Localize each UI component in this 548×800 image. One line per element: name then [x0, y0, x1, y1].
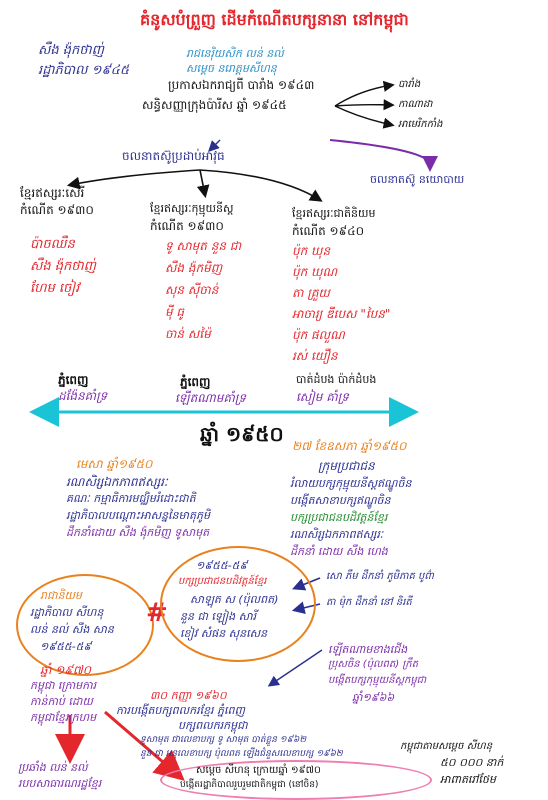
center-oval	[160, 546, 316, 662]
arrow-to-politics	[329, 139, 438, 172]
left-oval-line-4: ១៩៥៥-៥៩	[40, 640, 92, 653]
group-1-founded: កំណើត ១៩៣០	[20, 203, 94, 217]
left-oval-line-3: លន់ នល់ សឺង សាន	[30, 623, 114, 636]
bottom-center-line-4: ទូសាមុត ជាលេខាបក្ស ទូ សាមុត បាត់ខ្លួន ១៩…	[140, 735, 307, 745]
top-left-line-2: រដ្ឋាភិបាល ១៩៤៥	[38, 63, 130, 78]
right-block-line-2: ក្រុមប្រជាជន	[318, 459, 375, 473]
col-3-bottom: សៀម គាំទ្រ	[296, 390, 349, 404]
center-oval-line-1: ១៩៥៥-៥៩	[196, 559, 248, 572]
bottom-left-line-2: កម្ពុជា ក្រោមការ	[30, 679, 97, 692]
group-2-member: សឺង ង៉ុកមិញ	[165, 261, 223, 275]
arrow-red-diagonal	[104, 710, 185, 781]
group-1-member: ប៉ាចឈឺន	[30, 237, 75, 252]
left-block-line-5: ដឹកនាំដោយ សឺង ង៉ុកមិញ ទូសាមុត	[66, 526, 210, 539]
right-list-item-1: បារាំង	[398, 79, 421, 90]
group-3-member: តា គ្រួយ	[292, 286, 330, 300]
center-oval-line-4: នួន ជា ឡៀង សារី	[180, 610, 257, 623]
top-center-line-2: សម្តេច នរោត្តមសីហនុ	[186, 62, 277, 75]
center-oval-line-5: ខៀវ សំផន សុនសេន	[180, 627, 268, 640]
group-3-heading: ខ្មែរឥស្សរៈជាតិនិយម	[292, 207, 376, 220]
left-block-line-4: រដ្ឋាភិបាលបណ្តោះអាសន្ននៃមាតុភូមិ	[66, 509, 210, 522]
group-1-member: ហែម ចៀវ	[30, 281, 80, 296]
bottom-center-line-1: ៣០ កញ្ញា ១៩៦០	[150, 689, 227, 702]
right-list-item-2: កាណាដា	[398, 99, 433, 110]
right-block-line-4: បង្កើតសាខាបក្សឥណ្ឌូចិន	[290, 494, 391, 507]
group-2-member: ម៉ី ធូ	[165, 305, 185, 319]
left-oval	[16, 574, 154, 676]
movement-politics-label: ចលនាតស៊ូ នយោបាយ	[370, 173, 465, 186]
group-3-member: ប៉ុក ផលួណ	[292, 328, 345, 342]
arrow-to-usa	[334, 105, 395, 129]
right-purple-line-3: បង្កើតបក្សកុម្មុយនីស្តកម្ពុជា	[328, 675, 427, 686]
group-2-member: ទូ សាមុត នួន ជា	[165, 239, 242, 253]
arrow-to-group-1	[66, 169, 201, 190]
group-2-founded: កំណើត ១៩៣០	[150, 219, 224, 233]
bottom-oval-line-1: សម្តេច សីហនុ ក្រោយឆ្នាំ ១៩៧០	[196, 765, 321, 776]
bottom-oval-line-2: បង្កើតរដ្ឋាភិបាលរួបរួមជាតិកម្ពុជា (នៅចិន…	[180, 780, 319, 790]
center-oval-line-2: បក្សប្រជាជនបដិវត្តន៍ខ្មែរ	[178, 576, 267, 587]
bottom-left-line-3: កាន់កាប់ ដោយ	[30, 695, 93, 708]
col-2-bottom: ឡើតណាមគាំទ្រ	[175, 391, 246, 405]
center-right-line-1: សោ ភឹម ដឹកនាំ ភូមិភាគ បូព៌ា	[326, 571, 434, 582]
arrow-to-group-3	[199, 169, 323, 202]
arrow-to-group-2	[196, 169, 210, 199]
right-block-line-3: រំលាយបក្សកុម្មុយនីស្តឥណ្ឌូចិន	[290, 477, 412, 490]
right-block-line-5: បក្សប្រជាជនបដិវត្តន៍ខ្មែរ	[290, 511, 388, 524]
arrow-to-movement	[208, 139, 221, 152]
bottom-left2-line-2: របបសាធារណរដ្ឋខ្មែរ	[18, 777, 102, 790]
top-left-line-1: សឺង ង៉ុកថាញ់	[38, 43, 105, 58]
group-3-member: រស់ យឿន	[292, 349, 338, 363]
col-1-bottom: ដង៉ែនគាំទ្រ	[58, 389, 108, 403]
group-2-member: សុន ស៊ីចាន់	[165, 283, 219, 297]
right-purple-line-4: ឆ្នាំ១៩៦៦	[352, 691, 395, 704]
col-3-top: បាត់ដំបង ប៉ាក់ដំបង	[296, 373, 377, 386]
bottom-right-line-3: អាពាតរៅថែម	[440, 773, 496, 786]
right-purple-line-1: ឡើតណាមខាងជើង	[328, 643, 408, 656]
right-block-line-1: ២៧ ខែឧសភា ឆ្នាំ១៩៥០	[292, 439, 407, 453]
left-oval-line-2: រដ្ឋាភិបាល សីហនុ	[30, 606, 104, 619]
top-center-line-1: រាជនេរ៉ិយសិក លន់ នល់	[186, 47, 284, 60]
year-center: ឆ្នាំ ១៩៥០	[200, 422, 284, 446]
group-1-member: សឺង ង៉ុកថាញ់	[30, 259, 97, 274]
right-block-line-6: រណសិរ្សឯកភាពឥស្សរៈ	[290, 528, 384, 541]
bottom-center-line-2: ការបង្កើតបក្សពលករខ្មែរ ភ្នំពេញ	[116, 704, 245, 717]
arrow-purple-bottom	[267, 649, 323, 687]
col-2-top: ភ្នំពេញ	[180, 375, 211, 389]
col-1-top: ភ្នំពេញ	[58, 373, 89, 387]
bottom-oval	[160, 760, 432, 800]
center-right-line-2: តា ម៉ុក ដឹកនាំ នៅ និរតី	[326, 597, 412, 608]
bottom-right-line-1: កម្ពុជាតាមសម្តេច សីហនុ	[400, 741, 493, 752]
top-center-line-4: សន្ធិសញ្ញាក្រុងប៉ារីស ឆ្នាំ ១៩៤៥	[142, 98, 287, 112]
right-purple-line-2: ប្រុសចិន (ប៉ុលពត) ក្រឹត	[328, 659, 418, 670]
bottom-left-line-4: កម្ពុជាខ្មែរក្រហម	[30, 711, 97, 724]
bottom-left2-line-1: ប្រឆាំង លន់ នល់	[18, 761, 88, 774]
bottom-center-line-3: បក្សពលករកម្ពុជា	[178, 719, 248, 732]
bottom-center-line-5: នួន ជា អនុលេខាបក្ស ប៉ុលពត ឡើងជំនួសលេខាបក…	[140, 749, 343, 759]
group-1-heading: ខ្មែរឥស្សរៈសេរី	[20, 186, 85, 200]
movement-label: ចលនាតស៊ូប្រដាប់អាវុធ	[122, 149, 225, 163]
center-oval-line-3: សាឡុត ស (ប៉ុលពត)	[190, 593, 279, 606]
left-oval-line-1: រាជានិយម	[40, 589, 82, 602]
right-list-item-3: អាមេរិកកាំង	[398, 119, 443, 130]
left-block-line-2: រណសិរ្សឯកភាពឥស្សរៈ	[66, 475, 168, 489]
group-3-member: ប៉ុក ឃុណ	[292, 265, 338, 279]
group-3-founded: កំណើត ១៩៤០	[292, 224, 365, 238]
bottom-left-line-1: ឆ្នាំ ១៩៧០	[40, 663, 92, 677]
group-2-heading: ខ្មែរឥស្សរៈកុម្មុយនីស្ត	[150, 202, 234, 215]
top-center-line-3: ប្រកាសឯករាជ្យពី បារាំង ១៩៤៣	[168, 78, 315, 92]
page-title: គំនូសបំព្រួញ ដើមកំណើតបក្សនានា នៅកម្ពុជា	[140, 10, 409, 29]
arrow-to-canada	[334, 99, 395, 111]
right-block-line-7: ដឹកនាំ ដោយ សឺង ហេង	[290, 545, 388, 558]
group-2-member: ចាន់ សម៉ៃ	[165, 327, 211, 341]
left-block-line-3: គណៈ កម្មាធិការមជ្ឈិមរំដោះជាតិ	[66, 492, 196, 505]
left-block-line-1: មេសា ឆ្នាំ១៩៥០	[76, 457, 153, 471]
arrow-to-france	[334, 80, 395, 107]
bottom-right-line-2: ៥០ ០០០ នាក់	[440, 756, 504, 769]
group-3-member: អាចារ្យ ឌីបេស "បៃន"	[292, 307, 391, 321]
group-3-member: ប៉ុក ឃុន	[292, 244, 331, 258]
